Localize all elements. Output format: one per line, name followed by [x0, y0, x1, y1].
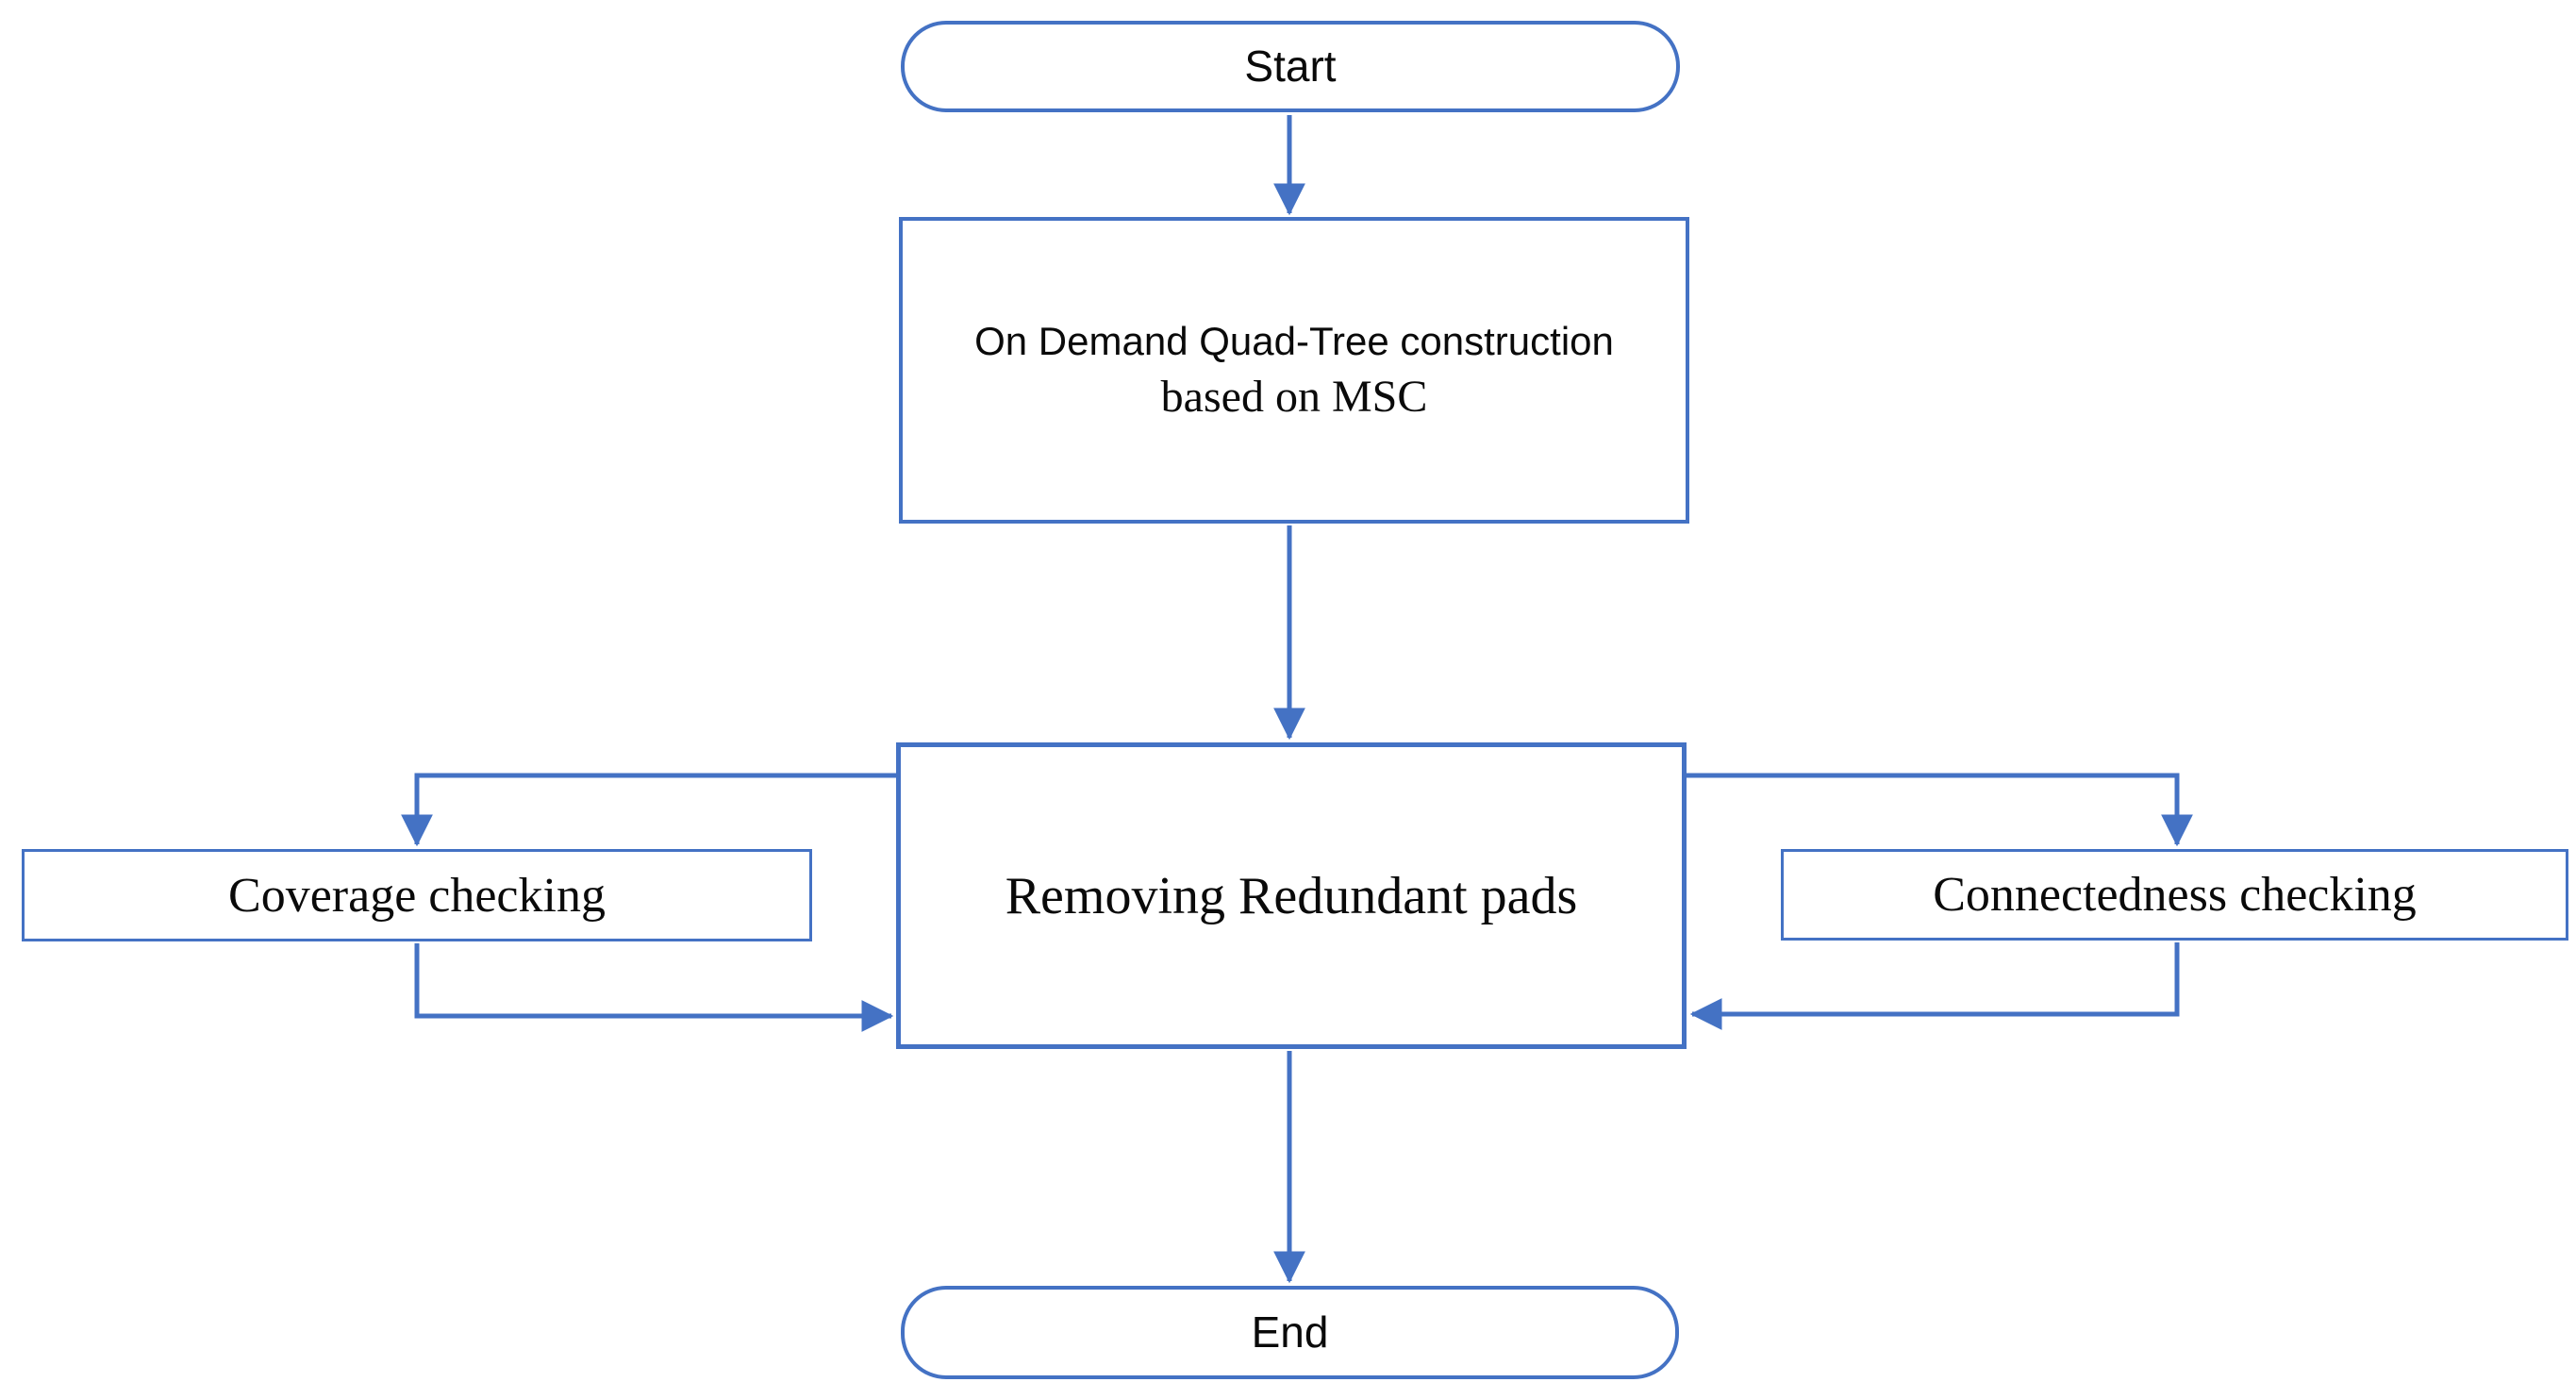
node-quadtree-construction-label-line2: based on MSC	[1160, 371, 1428, 422]
node-connectedness-checking: Connectedness checking	[1781, 849, 2568, 941]
edge-connectedness-to-removing	[1689, 942, 2180, 1030]
node-start: Start	[901, 21, 1680, 112]
node-quadtree-construction-label-line1: On Demand Quad-Tree construction	[974, 319, 1614, 364]
node-start-label: Start	[1244, 42, 1337, 92]
node-end: End	[901, 1286, 1679, 1379]
node-coverage-checking-label: Coverage checking	[228, 868, 606, 923]
node-end-label: End	[1251, 1307, 1329, 1357]
node-removing-redundant-pads-label: Removing Redundant pads	[1005, 866, 1578, 925]
node-connectedness-checking-label: Connectedness checking	[1933, 868, 2417, 922]
node-removing-redundant-pads: Removing Redundant pads	[896, 742, 1687, 1049]
edge-removing-to-coverage	[401, 773, 896, 847]
edge-removing-to-connectedness	[1687, 773, 2193, 847]
edge-coverage-to-removing	[414, 943, 894, 1032]
node-coverage-checking: Coverage checking	[22, 849, 812, 941]
node-quadtree-construction: On Demand Quad-Tree construction based o…	[899, 217, 1689, 524]
